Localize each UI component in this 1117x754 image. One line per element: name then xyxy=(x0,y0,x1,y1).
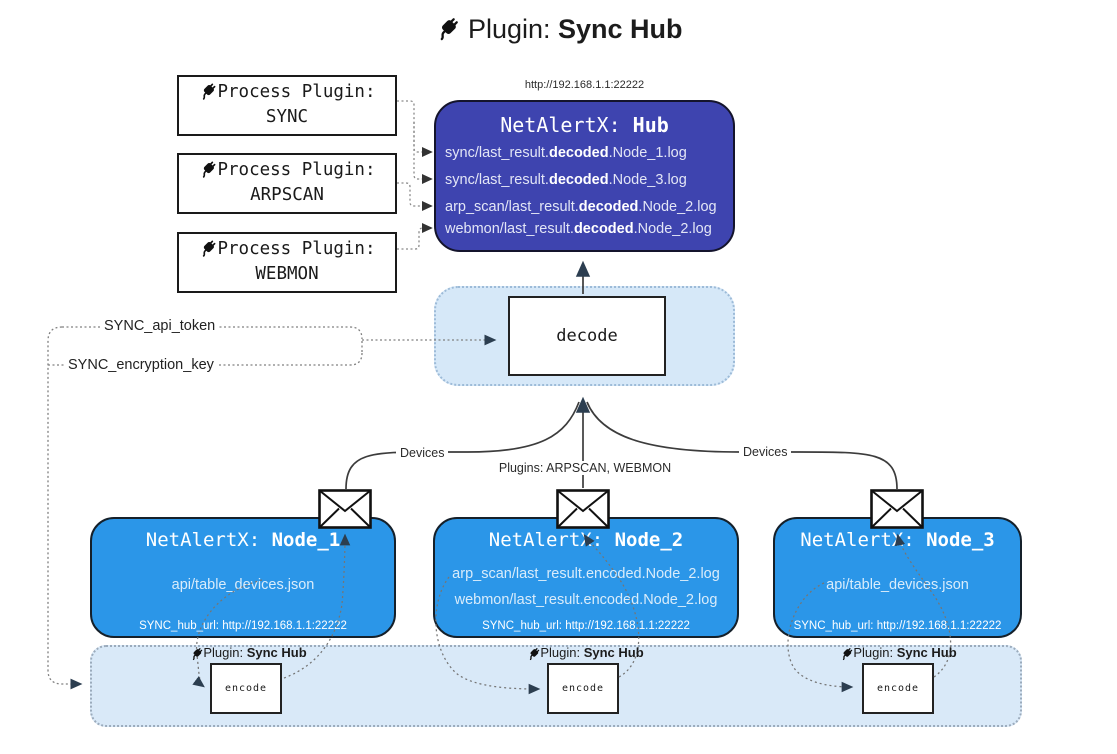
hub-log-line: sync/last_result.decoded.Node_1.log xyxy=(445,145,687,161)
node-title: NetAlertX: Node_3 xyxy=(800,529,995,551)
node-file: api/table_devices.json xyxy=(171,577,315,593)
node-title: NetAlertX: Node_2 xyxy=(488,529,684,551)
decode-box: decode xyxy=(508,296,666,376)
node-2-box: NetAlertX: Node_2 arp_scan/last_result.e… xyxy=(433,517,739,638)
plug-icon xyxy=(203,161,216,178)
encode-box-3: encode xyxy=(862,663,934,714)
node-3-box: NetAlertX: Node_3 api/table_devices.json… xyxy=(773,517,1022,638)
process-plugin-name: ARPSCAN xyxy=(250,185,324,206)
sync-encryption-key-label: SYNC_encryption_key xyxy=(64,357,218,373)
encode-box-1: encode xyxy=(210,663,282,714)
hub-title: NetAlertX: Hub xyxy=(500,113,669,137)
hub-box: NetAlertX: Hub sync/last_result.decoded.… xyxy=(434,100,735,252)
sync-api-token-label: SYNC_api_token xyxy=(100,318,220,334)
process-plugin-label: Process Plugin: xyxy=(217,82,376,102)
node-file: webmon/last_result.encoded.Node_2.log xyxy=(454,592,718,608)
envelope-icon xyxy=(556,489,610,529)
process-plugin-label: Process Plugin: xyxy=(217,239,376,259)
plugins-mid-label: Plugins: ARPSCAN, WEBMON xyxy=(494,461,676,475)
encode-box-2: encode xyxy=(547,663,619,714)
node-title: NetAlertX: Node_1 xyxy=(145,529,341,551)
node-file: arp_scan/last_result.encoded.Node_2.log xyxy=(452,566,720,582)
node-hub-url: SYNC_hub_url: http://192.168.1.1:22222 xyxy=(139,620,347,632)
node-file: api/table_devices.json xyxy=(826,577,969,593)
devices-right-label: Devices xyxy=(739,445,792,459)
process-plugin-webmon-box: Process Plugin: WEBMON xyxy=(177,232,397,293)
plug-icon xyxy=(529,648,540,661)
hub-log-line: arp_scan/last_result.decoded.Node_2.log xyxy=(445,199,717,215)
plug-icon xyxy=(203,83,216,100)
process-plugin-name: SYNC xyxy=(265,107,309,128)
process-plugin-name: WEBMON xyxy=(255,264,319,285)
plug-icon xyxy=(192,648,203,661)
title-prefix: Plugin: xyxy=(467,14,559,44)
devices-left-label: Devices xyxy=(396,446,449,460)
envelope-icon xyxy=(870,489,924,529)
encode-plugin-label: Plugin: Sync Hub xyxy=(526,645,644,661)
plugin-log-edges xyxy=(397,100,433,250)
plug-icon xyxy=(203,240,216,257)
node-hub-url: SYNC_hub_url: http://192.168.1.1:22222 xyxy=(793,620,1002,632)
title-bold: Sync Hub xyxy=(558,14,683,44)
encode-plugin-label: Plugin: Sync Hub xyxy=(189,645,307,661)
plug-icon xyxy=(441,18,459,41)
process-plugin-label: Process Plugin: xyxy=(217,160,376,180)
node-hub-url: SYNC_hub_url: http://192.168.1.1:22222 xyxy=(482,620,690,632)
node-1-box: NetAlertX: Node_1 api/table_devices.json… xyxy=(90,517,396,638)
hub-log-line: sync/last_result.decoded.Node_3.log xyxy=(445,172,687,188)
hub-url-label: http://192.168.1.1:22222 xyxy=(524,79,645,91)
hub-log-line: webmon/last_result.decoded.Node_2.log xyxy=(445,221,712,237)
page-title: Plugin: Sync Hub xyxy=(0,14,1117,45)
process-plugin-sync-box: Process Plugin: SYNC xyxy=(177,75,397,136)
process-plugin-arpscan-box: Process Plugin: ARPSCAN xyxy=(177,153,397,214)
encode-plugin-label: Plugin: Sync Hub xyxy=(839,645,957,661)
plug-icon xyxy=(842,648,853,661)
envelope-icon xyxy=(318,489,372,529)
